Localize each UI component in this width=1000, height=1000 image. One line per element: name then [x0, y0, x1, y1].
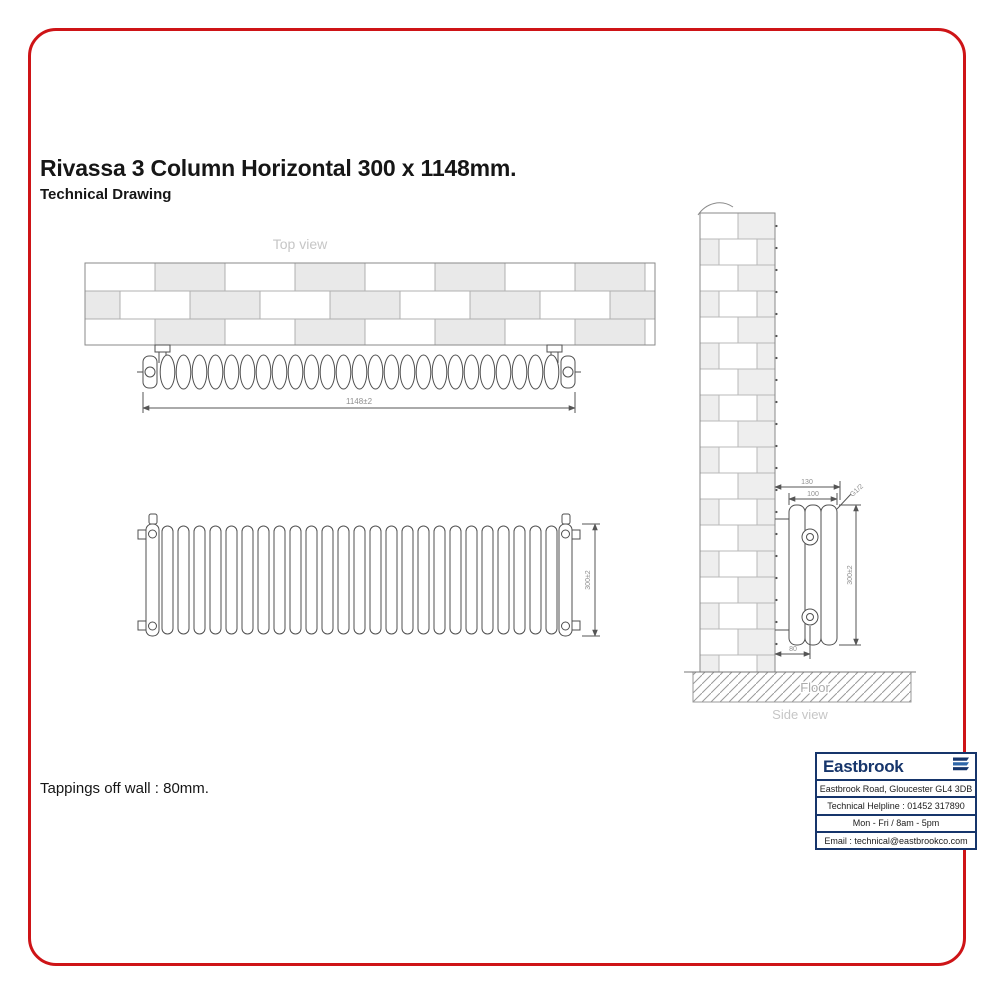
wall-face-dots [775, 224, 778, 646]
front-end-details [137, 513, 581, 637]
page-border [28, 28, 966, 966]
width-dimension: 1148±2 [142, 392, 576, 413]
page-subtitle: Technical Drawing [40, 186, 172, 203]
width-dimension-text: 1148±2 [346, 397, 373, 406]
brand-name: Eastbrook [823, 756, 904, 776]
front-height-dimension-text: 300±2 [585, 570, 592, 590]
top-view-sections [159, 354, 560, 390]
side-height-dimension-text: 300±2 [847, 565, 854, 585]
side-dim-100: 100 [788, 491, 838, 505]
front-view: 300±2 [137, 513, 600, 637]
company-address: Eastbrook Road, Gloucester GL4 3DB [817, 779, 975, 796]
top-view-label: Top view [273, 236, 328, 252]
side-dim-100-text: 100 [807, 491, 819, 498]
side-dim-80: 80 [774, 626, 811, 659]
side-view: 130 100 G1/2 300±2 80 Floor Side view [684, 202, 916, 722]
side-dim-130-text: 130 [801, 479, 813, 486]
side-dim-130: 130 [774, 479, 841, 500]
side-view-label: Side view [772, 707, 828, 722]
opening-hours: Mon - Fri / 8am - 5pm [817, 813, 975, 831]
top-view-end-valves [137, 355, 581, 389]
eastbrook-logo-icon [952, 756, 970, 777]
front-columns [161, 525, 558, 635]
page-title: Rivassa 3 Column Horizontal 300 x 1148mm… [40, 155, 517, 181]
helpline-number: Technical Helpline : 01452 317890 [817, 796, 975, 813]
side-height-dimension: 300±2 [839, 504, 861, 646]
side-dim-80-text: 80 [789, 646, 797, 653]
logo-row: Eastbrook [817, 754, 975, 779]
tappings-note: Tappings off wall : 80mm. [40, 780, 209, 797]
front-height-dimension: 300±2 [582, 523, 600, 637]
top-view: Top view 1148±2 [84, 236, 656, 413]
top-view-wall [84, 262, 656, 346]
side-view-wall [699, 212, 776, 673]
floor-label: Floor [800, 680, 830, 695]
thread-callout-text: G1/2 [849, 483, 865, 499]
side-radiator [775, 504, 838, 646]
company-info-box: Eastbrook Eastbrook Road, Gloucester GL4… [815, 752, 977, 851]
floor-hatch [692, 671, 912, 703]
wall-top-break-line [697, 202, 734, 216]
contact-email: Email : technical@eastbrookco.com [817, 831, 975, 848]
